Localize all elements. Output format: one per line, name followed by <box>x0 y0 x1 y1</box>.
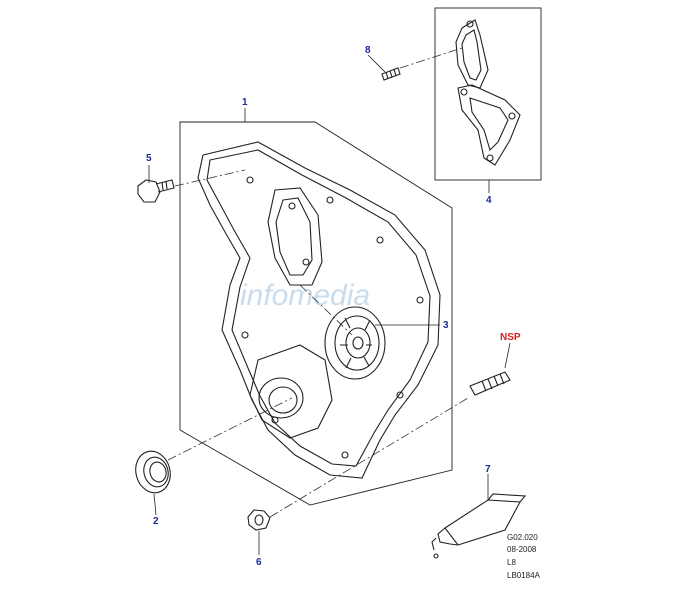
oil-pump-housing <box>324 306 386 380</box>
callout-2: 2 <box>153 516 159 527</box>
gasket-bracket-4 <box>434 7 542 181</box>
ref-line-4: LB0184A <box>507 571 541 580</box>
oil-seal-2 <box>135 450 171 494</box>
stud-8 <box>381 67 401 81</box>
ref-line-2: 08-2008 <box>507 545 537 554</box>
crank-opening <box>258 377 304 419</box>
ref-line-3: L8 <box>507 558 516 567</box>
callout-6: 6 <box>256 557 262 568</box>
callout-5: 5 <box>146 153 152 164</box>
ref-line-1: G02.020 <box>507 533 538 542</box>
assembly-bracket-1 <box>179 121 453 506</box>
nsp-stud <box>469 371 511 396</box>
callout-8: 8 <box>365 45 371 56</box>
front-cover <box>197 141 441 479</box>
callout-7: 7 <box>485 464 491 475</box>
callout-nsp: NSP <box>500 332 521 343</box>
sealant-tube-7 <box>431 493 527 559</box>
callout-3: 3 <box>443 320 449 331</box>
callout-1: 1 <box>242 97 248 108</box>
gaskets-4 <box>455 19 521 166</box>
leader-lines <box>148 54 511 555</box>
bolt-5 <box>137 179 175 203</box>
callout-4: 4 <box>486 195 492 206</box>
centre-lines <box>167 47 469 518</box>
nut-6 <box>247 509 271 531</box>
